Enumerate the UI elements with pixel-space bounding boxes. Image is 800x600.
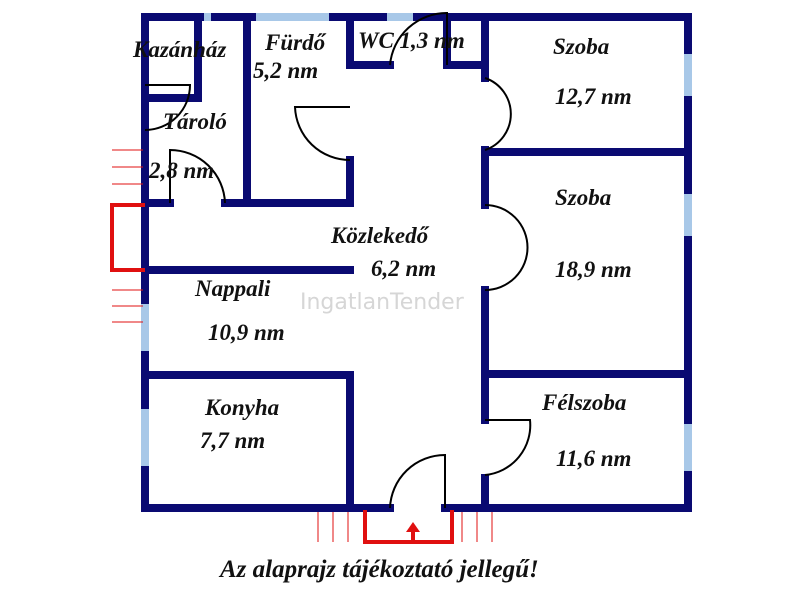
room-name-konyha: Konyha	[205, 395, 280, 420]
door-felszoba	[484, 419, 532, 476]
room-area-szoba2: 18,9 nm	[555, 257, 632, 282]
room-area-furdo: 5,2 nm	[253, 58, 319, 83]
room-area-konyha: 7,7 nm	[200, 428, 266, 453]
room-name-tarolo: Tároló	[163, 109, 227, 134]
room-area-felszoba: 11,6 nm	[556, 446, 632, 471]
room-name-szoba1: Szoba	[553, 34, 610, 59]
door-kazanhaz	[144, 84, 192, 131]
arrow-up-icon	[406, 522, 420, 532]
room-area-nappali: 10,9 nm	[208, 320, 285, 345]
windows	[141, 13, 692, 471]
watermark: IngatlanTender	[300, 290, 464, 315]
door-furdo	[293, 106, 351, 161]
entrance-markers	[110, 149, 493, 544]
room-name-szoba2: Szoba	[555, 185, 612, 210]
room-name-kozlekedo: Közlekedő	[331, 223, 429, 248]
door-tarolo	[169, 148, 226, 204]
room-area-tarolo: 2,8 nm	[149, 158, 215, 183]
door-wc	[389, 11, 448, 66]
door-szoba1	[484, 77, 512, 151]
room-area-szoba1: 12,7 nm	[555, 84, 632, 109]
doors	[144, 11, 532, 509]
door-entrance	[389, 453, 446, 509]
room-name-furdo: Fürdő	[265, 30, 326, 55]
room-name-felszoba: Félszoba	[542, 390, 627, 415]
room-area-wc: WC 1,3 nm	[358, 28, 465, 53]
door-szoba2	[484, 204, 529, 291]
room-name-kazanhaz: Kazánház	[133, 37, 227, 62]
disclaimer: Az alaprajz tájékoztató jellegű!	[220, 556, 539, 583]
room-name-nappali: Nappali	[195, 276, 271, 301]
room-area-kozlekedo: 6,2 nm	[371, 256, 437, 281]
